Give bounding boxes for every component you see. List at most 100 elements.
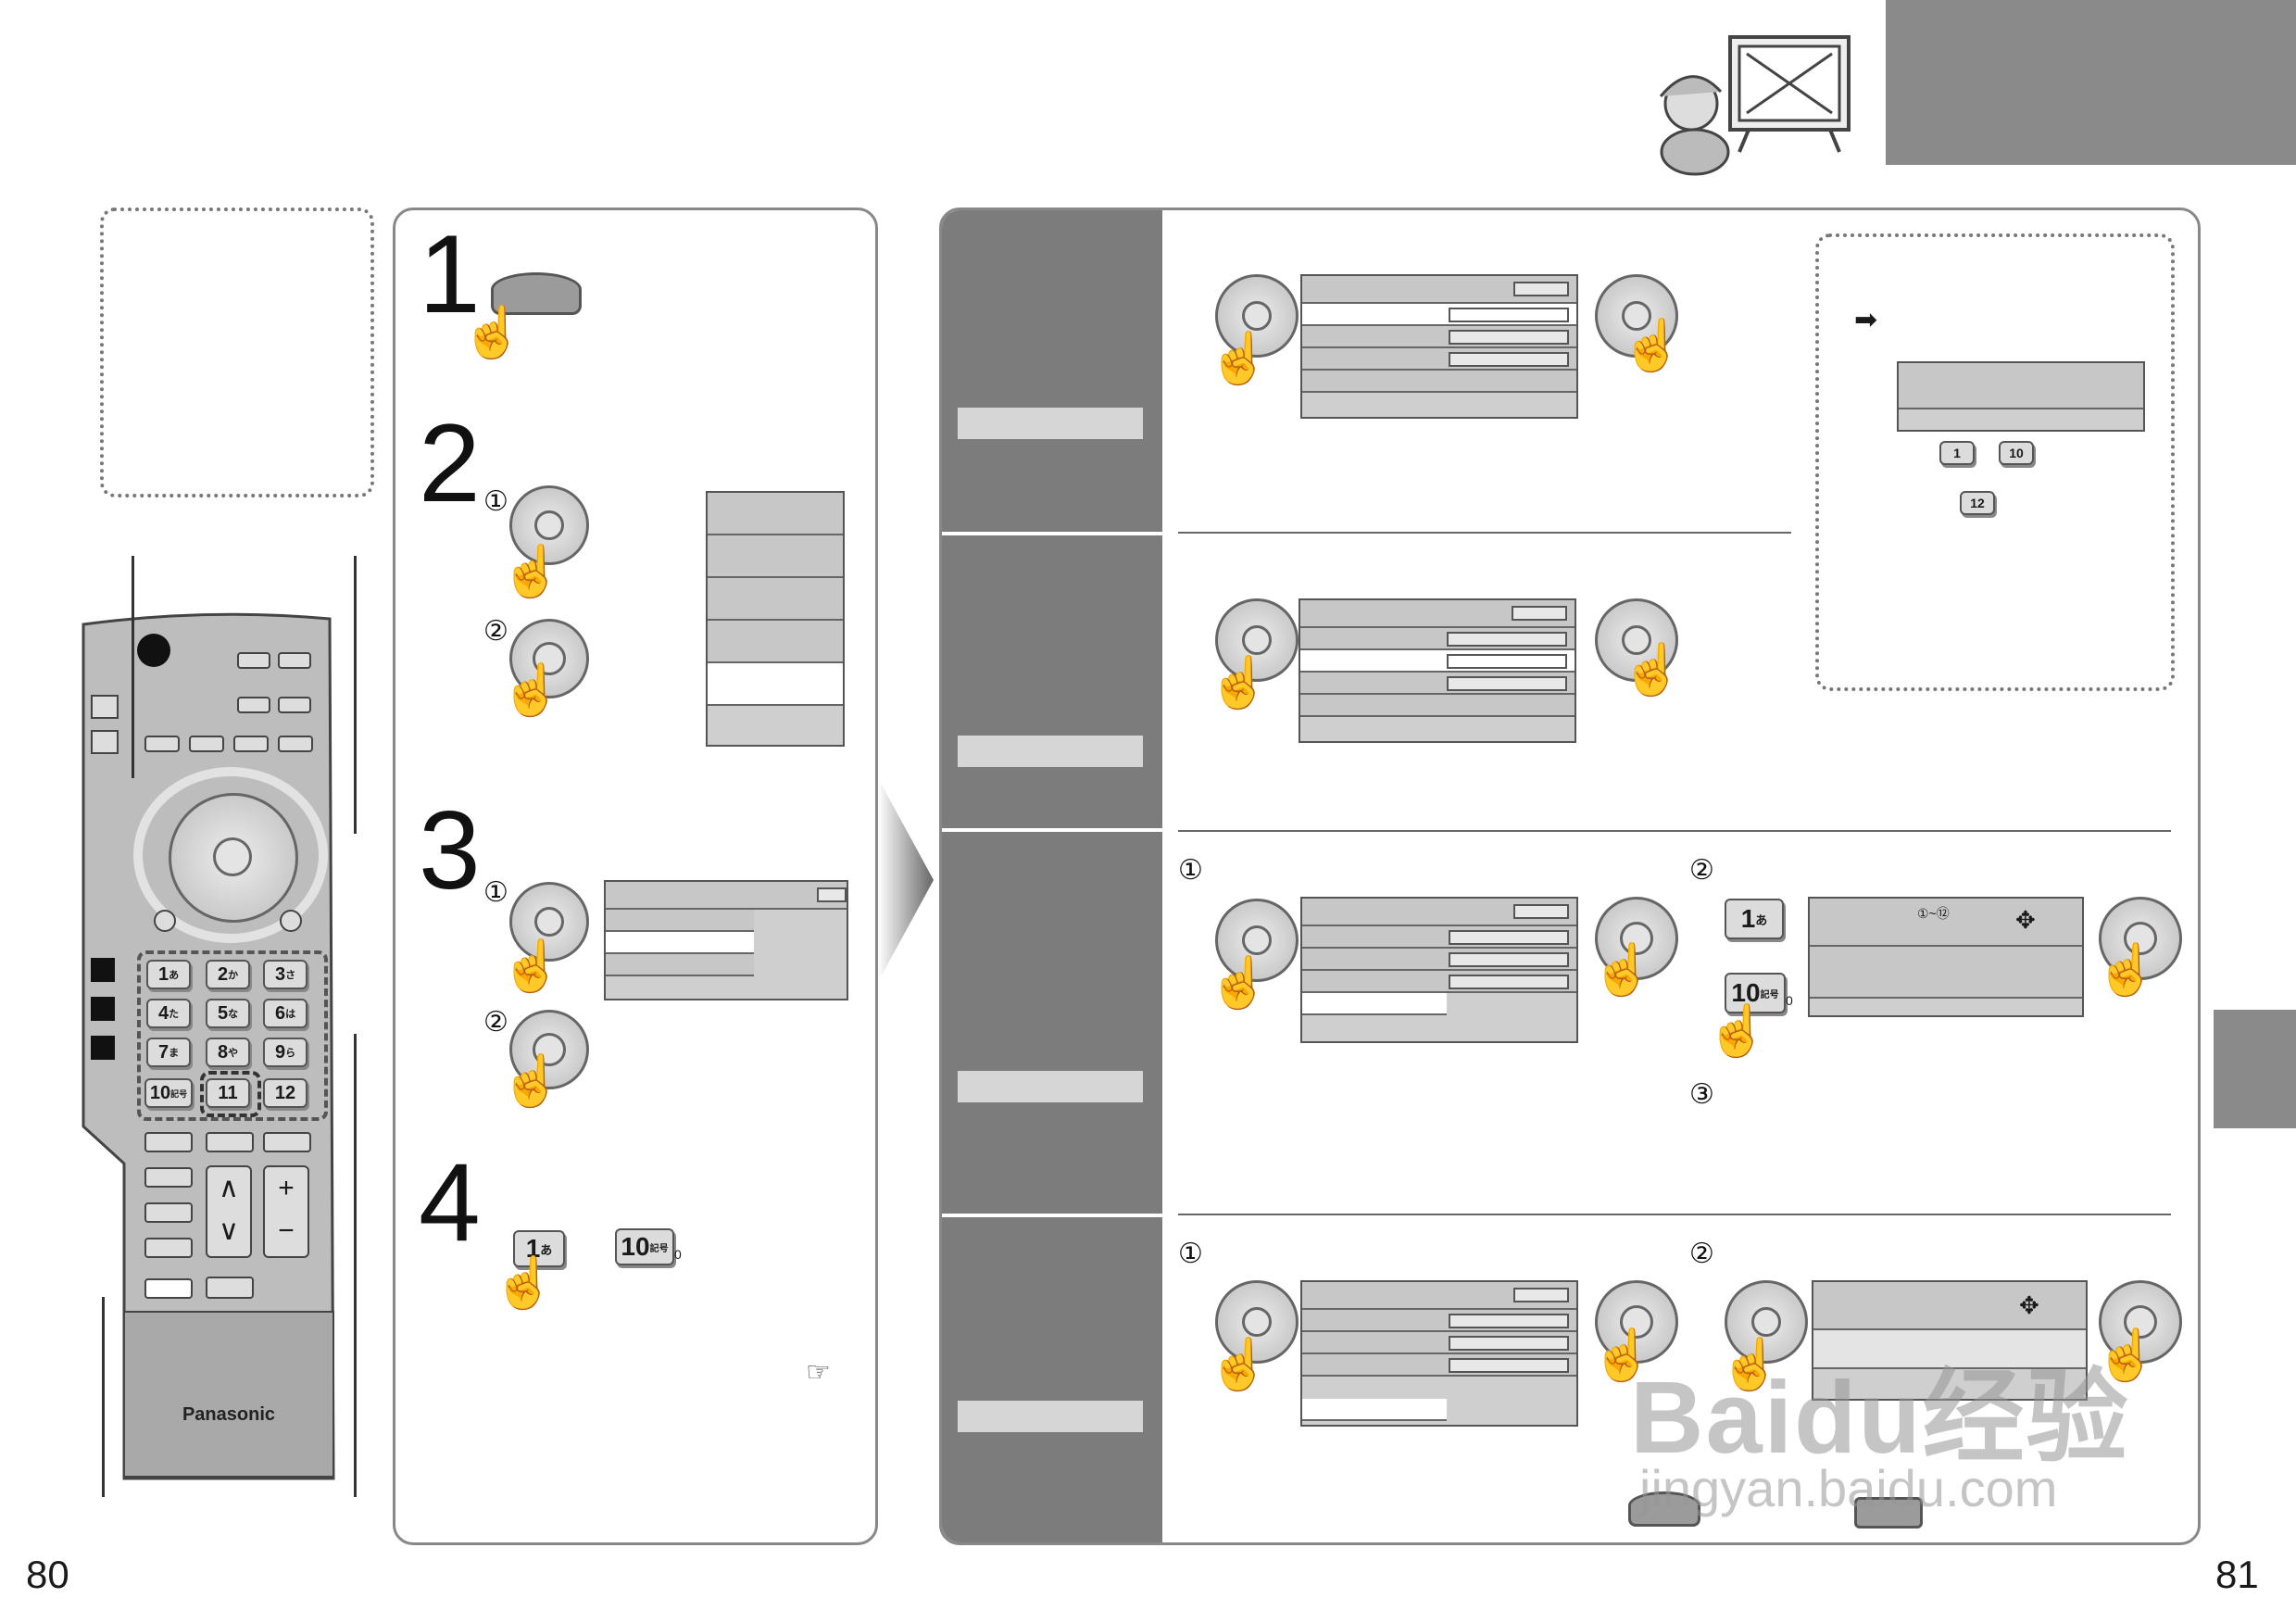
hand-pointer-icon: ☝ [2095,1327,2158,1383]
hand-pointer-icon: ☝ [1706,1003,1769,1059]
key-11-highlight [200,1071,261,1117]
side-black-button[interactable] [91,997,115,1021]
hand-pointer-icon: ☝ [1719,1337,1782,1392]
dpad-icon[interactable] [2099,1280,2182,1364]
data-button[interactable] [91,730,119,754]
hand-pointer-icon: ☝ [1208,331,1271,386]
info-box [1897,361,2145,432]
section-divider [1178,830,2171,832]
substep-2: ② [1689,1239,1714,1269]
hand-pointer-icon: ☝ [1621,642,1684,698]
top-key[interactable] [237,697,270,713]
section-label-bar [958,408,1143,439]
band-divider [942,828,1162,832]
dpad-icon[interactable] [1215,899,1299,982]
menu-button[interactable] [491,272,582,315]
function-key[interactable] [144,1132,193,1152]
keypad-area [137,950,328,1121]
menu-button-small[interactable] [1628,1491,1700,1527]
left-key[interactable] [144,1238,193,1258]
dpad-icon[interactable] [509,882,589,962]
bottom-white-key[interactable] [144,1278,193,1299]
settings-menu [1299,598,1576,743]
top-key[interactable] [237,652,270,669]
channel-rocker[interactable]: ∧∨ [206,1165,252,1258]
power-button[interactable] [137,634,170,667]
input-button[interactable] [91,695,119,719]
section-label-bar [958,1071,1143,1102]
dpad-icon[interactable] [509,1010,589,1089]
small-round-button[interactable] [280,910,302,932]
small-round-button[interactable] [154,910,176,932]
substep-2: ② [1689,855,1714,886]
dpad-icon[interactable] [1595,274,1678,358]
color-key[interactable] [144,736,180,752]
top-key[interactable] [278,652,311,669]
dpad-icon[interactable] [1595,598,1678,682]
volume-rocker[interactable]: +− [263,1165,309,1258]
key-12[interactable]: 12 [263,1078,307,1108]
left-key[interactable] [144,1202,193,1223]
hand-pointer-icon: ☝ [2095,942,2158,998]
watermark-logo: Baidu经验 [1630,1361,2130,1475]
remote-menu-ring [133,767,328,943]
function-key[interactable] [263,1132,311,1152]
function-key[interactable] [206,1132,254,1152]
dpad-icon[interactable] [509,485,589,565]
settings-menu [1300,897,1578,1043]
substep-3: ③ [1689,1079,1714,1110]
hand-pointer-icon: ☝ [1208,655,1271,711]
switch-slider[interactable] [206,1277,254,1299]
side-black-button[interactable] [91,1036,115,1060]
hand-pointer-icon: ☝ [500,1053,563,1109]
hand-pointer-icon: ☝ [461,305,524,360]
steps-panel [393,208,878,1545]
hand-pointer-icon: ☝ [1208,1337,1271,1392]
hand-pointer-icon: ☝ [500,938,563,994]
hand-pointer-icon: ☝ [1621,318,1684,373]
dpad-icon[interactable] [1215,598,1299,682]
arrow-right-icon [878,778,934,982]
top-key[interactable] [278,697,311,713]
watermark-url: jingyan.baidu.com [1639,1459,2058,1517]
color-key[interactable] [189,736,224,752]
dpad-icon[interactable] [1215,274,1299,358]
dpad-icon[interactable] [509,619,589,698]
left-key[interactable] [144,1167,193,1188]
color-key[interactable] [233,736,269,752]
dpad-icon[interactable] [1215,1280,1299,1364]
dpad-icon[interactable] [1595,1280,1678,1364]
channel-entry-box: ①~⑫ ✥ [1808,897,2084,1017]
key-10-small[interactable]: 10 [1999,441,2034,465]
dpad-icon[interactable] [2099,897,2182,980]
substep-2: ② [483,616,508,647]
menu-list [706,491,845,747]
side-black-button[interactable] [91,958,115,982]
return-button-small[interactable] [1854,1497,1923,1529]
hand-pointer-icon: ☝ [1591,1327,1654,1383]
key-11[interactable]: 11 [206,1078,250,1108]
dpad-icon[interactable] [1595,897,1678,980]
step-number-3: 3 [419,788,481,912]
key-1-small[interactable]: 1 [1939,441,1975,465]
dpad-icon[interactable] [1725,1280,1808,1364]
key-12-small[interactable]: 12 [1960,491,1995,515]
hand-pointer-icon: ☝ [500,544,563,599]
settings-menu [1300,1280,1578,1427]
color-key[interactable] [278,736,313,752]
